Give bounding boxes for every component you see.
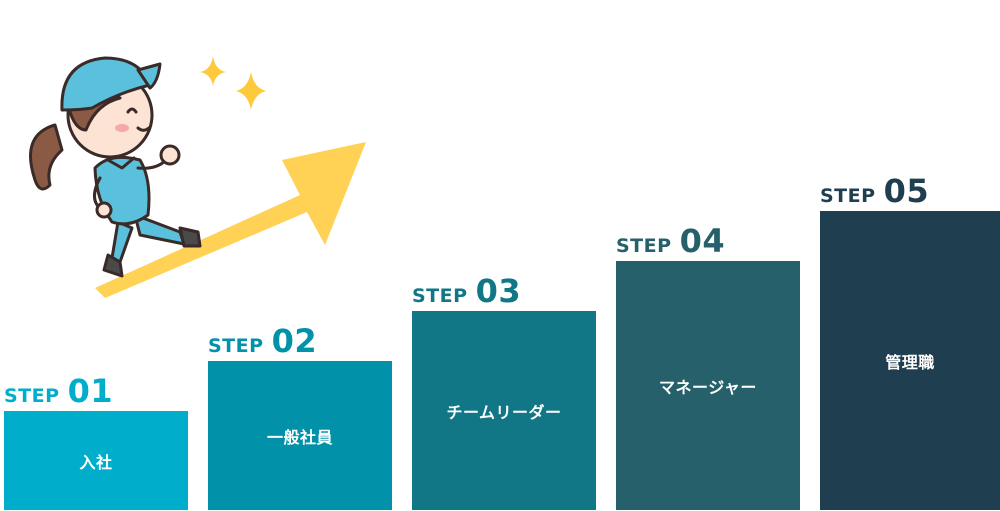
step-01-label: STEP 01 bbox=[4, 372, 113, 410]
step-number: 05 bbox=[883, 172, 930, 210]
step-number: 04 bbox=[679, 222, 726, 260]
step-05: STEP 05 管理職 bbox=[820, 0, 1000, 511]
step-04: STEP 04 マネージャー bbox=[616, 0, 800, 511]
step-word: STEP bbox=[820, 185, 876, 207]
step-04-label: STEP 04 bbox=[616, 222, 725, 260]
step-03: STEP 03 チームリーダー bbox=[412, 0, 596, 511]
step-05-label: STEP 05 bbox=[820, 172, 929, 210]
step-title: 一般社員 bbox=[266, 427, 333, 447]
sparkle-icon bbox=[236, 72, 266, 110]
step-number: 02 bbox=[271, 322, 318, 360]
step-title: 入社 bbox=[79, 452, 113, 472]
sparkle-icon bbox=[200, 56, 226, 86]
step-02: STEP 02 一般社員 bbox=[208, 0, 392, 511]
step-03-box: チームリーダー bbox=[412, 311, 596, 510]
worker-climbing-illustration bbox=[29, 56, 366, 298]
step-number: 01 bbox=[67, 372, 114, 410]
worker-character-icon bbox=[29, 56, 202, 278]
step-title: マネージャー bbox=[659, 377, 757, 397]
growth-arrow-icon bbox=[95, 142, 366, 298]
step-title: 管理職 bbox=[885, 352, 935, 372]
step-word: STEP bbox=[208, 335, 264, 357]
step-word: STEP bbox=[616, 235, 672, 257]
step-05-box: 管理職 bbox=[820, 211, 1000, 510]
step-03-label: STEP 03 bbox=[412, 272, 521, 310]
step-04-box: マネージャー bbox=[616, 261, 800, 510]
step-title: チームリーダー bbox=[446, 402, 562, 422]
step-number: 03 bbox=[475, 272, 522, 310]
step-02-label: STEP 02 bbox=[208, 322, 317, 360]
step-word: STEP bbox=[4, 385, 60, 407]
step-word: STEP bbox=[412, 285, 468, 307]
step-01: STEP 01 入社 bbox=[4, 0, 188, 511]
step-01-box: 入社 bbox=[4, 411, 188, 510]
step-02-box: 一般社員 bbox=[208, 361, 392, 510]
